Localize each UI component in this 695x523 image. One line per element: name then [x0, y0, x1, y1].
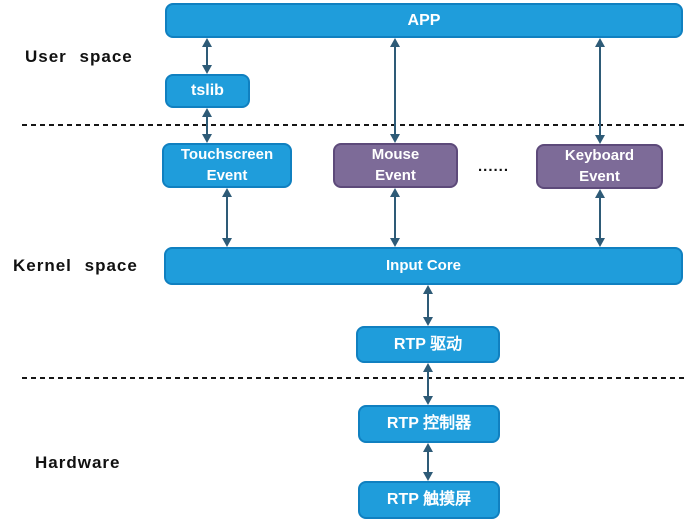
arrowhead-up-icon [202, 108, 212, 117]
tslib-box: tslib [165, 74, 250, 108]
arrow-shaft [427, 450, 429, 474]
app-box: APP [165, 3, 683, 38]
arrow-shaft [394, 195, 396, 240]
arrowhead-up-icon [595, 189, 605, 198]
hardware-label: Hardware [35, 453, 121, 472]
arrow-shaft [427, 370, 429, 398]
arrowhead-up-icon [423, 363, 433, 372]
arrow-shaft [394, 45, 396, 136]
keyboard-event-label: Keyboard Event [564, 147, 635, 185]
touchscreen-event-box: Touchscreen Event [162, 143, 292, 188]
arrowhead-down-icon [390, 134, 400, 143]
rtp-driver-box: RTP 驱动 [356, 326, 500, 363]
arrowhead-up-icon [202, 38, 212, 47]
touchscreen-event-label: Touchscreen Event [180, 146, 274, 184]
tslib-box-label: tslib [191, 82, 224, 100]
arrow-shaft [427, 292, 429, 319]
arrowhead-up-icon [390, 188, 400, 197]
rtp-touchscreen-box: RTP 触摸屏 [358, 481, 500, 519]
arrowhead-down-icon [423, 317, 433, 326]
arrow-shaft [206, 45, 208, 67]
arrowhead-down-icon [595, 238, 605, 247]
arrowhead-down-icon [222, 238, 232, 247]
arrow-shaft [226, 195, 228, 240]
arrowhead-down-icon [423, 396, 433, 405]
arrowhead-down-icon [595, 135, 605, 144]
arrowhead-up-icon [423, 443, 433, 452]
mouse-event-box: Mouse Event [333, 143, 458, 188]
input-core-box: Input Core [164, 247, 683, 285]
arrow-shaft [599, 45, 601, 137]
keyboard-event-box: Keyboard Event [536, 144, 663, 189]
arrowhead-down-icon [202, 65, 212, 74]
rtp-controller-box: RTP 控制器 [358, 405, 500, 443]
rtp-controller-label: RTP 控制器 [386, 415, 472, 433]
arrowhead-up-icon [390, 38, 400, 47]
more-events-ellipsis: ...... [478, 158, 510, 175]
user-space-label: User space [25, 47, 133, 66]
app-box-label: APP [407, 11, 441, 29]
arrowhead-up-icon [222, 188, 232, 197]
input-core-label: Input Core [386, 256, 461, 274]
kernel-hardware-separator-line [22, 377, 688, 379]
arrowhead-down-icon [390, 238, 400, 247]
rtp-driver-label: RTP 驱动 [393, 335, 463, 353]
arrow-shaft [599, 196, 601, 240]
arrowhead-down-icon [202, 134, 212, 143]
kernel-space-label: Kernel space [13, 256, 138, 275]
arrow-shaft [206, 115, 208, 136]
arrowhead-up-icon [595, 38, 605, 47]
user-kernel-separator-line [22, 124, 688, 126]
arrowhead-down-icon [423, 472, 433, 481]
mouse-event-label: Mouse Event [371, 146, 420, 184]
arrowhead-up-icon [423, 285, 433, 294]
rtp-touchscreen-label: RTP 触摸屏 [386, 491, 472, 509]
